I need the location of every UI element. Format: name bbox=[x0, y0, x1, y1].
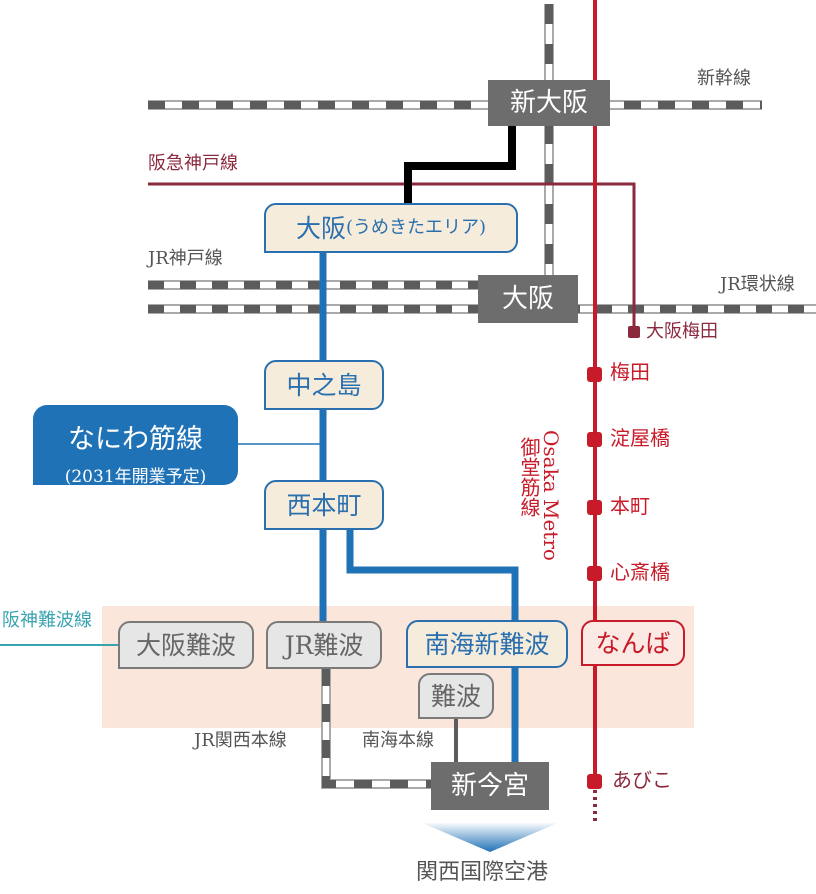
station-abiko[interactable]: あびこ bbox=[612, 768, 672, 792]
station-osaka-umeda[interactable]: 大阪梅田 bbox=[646, 321, 718, 342]
destination-kansai-airport: 関西国際空港 bbox=[416, 860, 549, 885]
jr-loop-label: JR環状線 bbox=[720, 274, 795, 295]
station-osaka-umekita[interactable]: 大阪(うめきたエリア) bbox=[264, 203, 518, 253]
station-shin-osaka[interactable]: 新大阪 bbox=[488, 80, 610, 126]
station-shin-imamiya[interactable]: 新今宮 bbox=[431, 762, 549, 810]
midosuji-station-markers bbox=[587, 367, 602, 789]
osaka-umeda-marker bbox=[628, 326, 640, 338]
station-nishihonmachi[interactable]: 西本町 bbox=[264, 480, 384, 530]
abiko-marker bbox=[587, 774, 602, 789]
naniwa-line-note: (2031年開業予定) bbox=[64, 467, 207, 487]
station-nakanoshima[interactable]: 中之島 bbox=[264, 360, 384, 410]
jr-kobe-label: JR神戸線 bbox=[148, 248, 223, 269]
shinsaibashi-marker bbox=[587, 566, 602, 581]
hankyu-kobe-label: 阪急神戸線 bbox=[148, 153, 238, 174]
station-nankai-shin-namba[interactable]: 南海新難波 bbox=[406, 620, 568, 668]
midosuji-label-en: Osaka Metro bbox=[539, 430, 563, 561]
station-honmachi[interactable]: 本町 bbox=[610, 494, 650, 518]
shin-osaka-connector-line bbox=[404, 126, 516, 210]
hankyu-kobe-line bbox=[148, 182, 636, 330]
hanshin-namba-label: 阪神難波線 bbox=[2, 610, 92, 631]
honmachi-marker bbox=[587, 500, 602, 515]
station-jr-namba[interactable]: JR難波 bbox=[266, 621, 382, 669]
station-namba-metro[interactable]: なんば bbox=[581, 620, 685, 666]
station-yodoyabashi[interactable]: 淀屋橋 bbox=[610, 426, 670, 450]
naniwa-line-label: なにわ筋線 (2031年開業予定) bbox=[33, 405, 238, 487]
shinkansen-label: 新幹線 bbox=[697, 68, 751, 89]
airport-arrow-icon bbox=[420, 822, 560, 852]
station-namba-nankai[interactable]: 難波 bbox=[418, 673, 494, 719]
umeda-marker bbox=[587, 367, 602, 382]
yodoyabashi-marker bbox=[587, 432, 602, 447]
station-osaka-namba[interactable]: 大阪難波 bbox=[118, 621, 254, 669]
station-osaka-umekita-sub: (うめきたエリア) bbox=[345, 217, 487, 238]
naniwa-line-name: なにわ筋線 bbox=[68, 424, 203, 455]
midosuji-label-jp: 御堂筋線 bbox=[517, 437, 541, 517]
station-osaka-jr[interactable]: 大阪 bbox=[478, 275, 578, 323]
station-umeda[interactable]: 梅田 bbox=[610, 360, 650, 384]
naniwa-line-nankai-branch bbox=[346, 525, 519, 625]
jr-kansai-line bbox=[321, 668, 432, 789]
jr-kansai-label: JR関西本線 bbox=[194, 730, 287, 751]
station-osaka-umekita-name: 大阪 bbox=[295, 213, 346, 243]
nankai-main-label: 南海本線 bbox=[362, 730, 434, 751]
station-shinsaibashi[interactable]: 心斎橋 bbox=[610, 560, 670, 584]
